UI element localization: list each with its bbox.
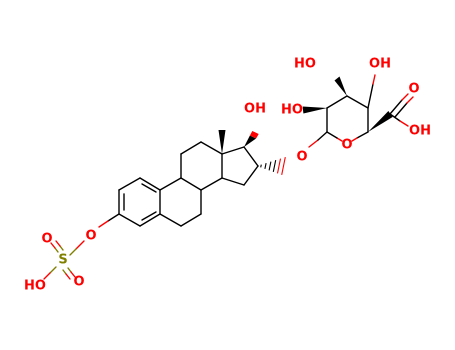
bond (326, 95, 348, 109)
label-oh-sugar-4: OH (369, 57, 391, 72)
bond (394, 102, 408, 118)
label-carbonyl-oxygen: O (408, 82, 419, 97)
bond (346, 95, 369, 109)
oh17-wedge-red (249, 131, 259, 139)
bond (50, 242, 56, 249)
bond (59, 245, 64, 251)
bond (159, 213, 182, 227)
bond (54, 247, 59, 253)
bond (62, 269, 67, 275)
bond (55, 240, 61, 247)
bond (221, 146, 245, 155)
bond (118, 213, 141, 227)
bond (356, 131, 369, 139)
bond (221, 177, 245, 186)
bond (98, 220, 109, 228)
bond (180, 213, 202, 227)
bond (107, 213, 120, 222)
label-sulfate-hydroxyl: HO (24, 279, 46, 294)
bond (200, 177, 223, 191)
bond-inner (141, 183, 157, 193)
bond (67, 267, 72, 273)
bond (367, 83, 374, 109)
label-oh-sugar-2: HO (281, 103, 303, 118)
bond (336, 137, 343, 142)
bond (69, 248, 77, 256)
oh17-wedge-black (244, 135, 257, 147)
bond (43, 272, 51, 280)
bond (317, 131, 328, 141)
atom-labels: OH HO OH HO O O OH O O O S O HO (24, 57, 431, 294)
bond (401, 93, 409, 101)
bond (243, 165, 259, 186)
label-carboxyl-oh: OH (409, 124, 431, 139)
bond (139, 213, 161, 227)
bond (389, 99, 403, 115)
oh-sugar2-wedge (302, 106, 327, 114)
label-sulfonyl-oxygen-2: O (73, 275, 84, 290)
bond-inner (141, 211, 157, 221)
bond (372, 74, 376, 85)
bond (243, 146, 259, 167)
bond (406, 96, 414, 104)
label-glycosidic-oxygen: O (296, 150, 307, 165)
label-oh-sugar-3: HO (294, 57, 316, 72)
oh-sugar3-wedge (334, 76, 347, 96)
bond (65, 273, 71, 280)
label-ring-oxygen: O (341, 138, 352, 153)
label-sulfonyl-oxygen-1: O (41, 232, 52, 247)
bond (389, 113, 401, 122)
methyl-wedge (218, 130, 226, 154)
bond (139, 177, 161, 191)
label-sulfur: S (58, 253, 67, 268)
bond (180, 177, 202, 191)
glycosidic-hash (260, 156, 286, 176)
bond (159, 177, 182, 191)
bond (326, 131, 338, 139)
bond (75, 240, 85, 250)
bond (70, 271, 76, 278)
label-ester-oxygen: O (85, 229, 96, 244)
label-oh-17: OH (244, 102, 266, 117)
bonds (43, 74, 414, 280)
bond (49, 266, 57, 274)
carboxyl-wedge (368, 111, 393, 132)
bond (180, 141, 202, 155)
bond (308, 139, 319, 148)
bond (351, 137, 358, 142)
bond (118, 177, 141, 191)
bond (399, 120, 409, 127)
bond (200, 141, 223, 155)
